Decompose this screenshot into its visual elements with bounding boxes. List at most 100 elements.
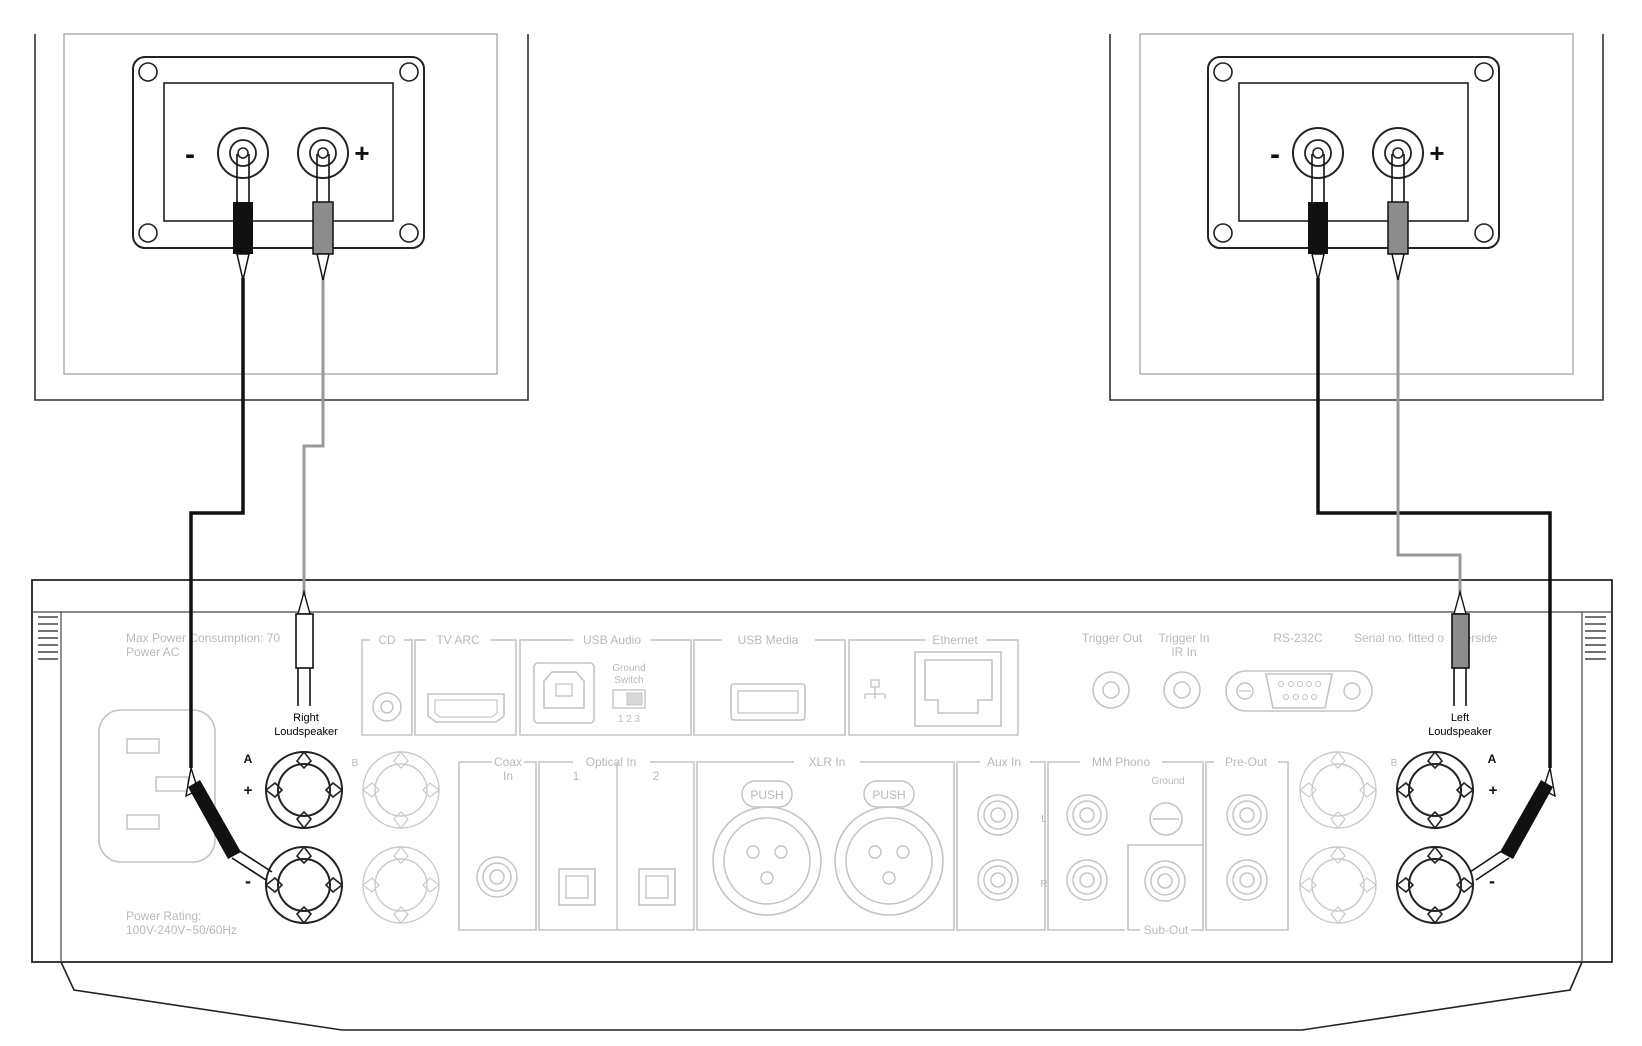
aux-in-label: Aux In [987,755,1021,769]
trigger-in-jack [1163,671,1201,709]
left-speaker-plus-sign: + [1429,138,1444,168]
xlr-section: XLR In PUSH PUSH [696,755,955,931]
mm-phono-label: MM Phono [1092,755,1150,769]
optical-2-port [638,868,676,906]
usb-audio-section: USB Audio Ground Switch 1 2 3 [519,633,692,736]
right-vent [1585,616,1606,660]
right-speaker-a-plus-post [265,751,343,829]
ground-label: Ground [1151,776,1184,787]
left-speaker-negative-wire [1308,154,1556,881]
rs232c-label: RS-232C [1273,631,1323,645]
left-speaker-positive-wire [1387,154,1470,706]
mm-phono-section: MM Phono Ground [1047,755,1204,931]
power-ac-label: Power AC [126,645,180,659]
optical-2-label: 2 [653,769,660,783]
ethernet-label: Ethernet [932,633,978,647]
power-rating-label: Power Rating: [126,909,201,923]
left-terminal-a-label: A [1488,752,1497,766]
sub-out-section: Sub-Out [1127,844,1204,937]
left-loudspeaker-label-1: Left [1451,712,1469,724]
sub-out-label: Sub-Out [1144,923,1189,937]
left-terminal-minus-label: - [1489,871,1495,891]
pre-out-l-jack [1226,794,1268,836]
pre-out-r-jack [1226,859,1268,901]
right-speaker-b-plus-post [362,751,440,829]
amplifier: Max Power Consumption: 70 Power AC Power… [31,579,1613,1031]
aux-in-r-jack [977,859,1019,901]
channel-r-label: R [1040,879,1047,890]
aux-in-l-jack [977,794,1019,836]
usb-media-label: USB Media [738,633,799,647]
left-terminal-b-label: B [1391,758,1398,769]
optical-in-label: Optical In [586,755,637,769]
trigger-in-label: Trigger In [1159,631,1210,645]
ground-switch-label-1: Ground [612,663,645,674]
coax-in-label: In [503,769,513,783]
left-speaker-b-minus-post [1299,846,1377,924]
left-speaker-minus-terminal [1292,127,1344,179]
trigger-out-jack [1092,671,1130,709]
right-terminal-a-label: A [244,752,253,766]
coax-label: Coax [494,755,522,769]
left-loudspeaker-label-2: Loudspeaker [1428,726,1492,738]
left-terminal-plus-label: + [1489,782,1498,799]
xlr-right-jack: PUSH [834,780,944,916]
ground-switch-label-2: Switch [614,675,643,686]
cd-section: CD [361,633,413,736]
power-consumption-label: Max Power Consumption: 70 [126,631,280,645]
left-speaker-b-plus-post [1299,751,1377,829]
power-inlet [98,709,216,863]
ground-switch-positions: 1 2 3 [618,714,641,725]
serial-number-label: Serial no. fitted o [1354,631,1444,645]
right-speaker-terminal-plate: - + [132,56,425,249]
usb-audio-label: USB Audio [583,633,641,647]
trigger-out-label: Trigger Out [1082,631,1143,645]
right-speaker-a-minus-post [265,846,343,924]
ethernet-section: Ethernet [848,633,1019,736]
left-speaker-minus-sign: - [1270,138,1280,171]
right-terminal-b-label: B [352,758,359,769]
xlr-left-jack: PUSH [712,780,822,916]
optical-section: Optical In 1 2 [538,755,695,931]
xlr-right-push-label: PUSH [872,788,905,802]
right-loudspeaker-label-1: Right [293,712,319,724]
right-loudspeaker-label-2: Loudspeaker [274,726,338,738]
right-terminal-plus-label: + [244,782,253,799]
ground-terminal [1149,802,1183,836]
optical-1-label: 1 [573,769,580,783]
right-speaker-b-minus-post [362,846,440,924]
coax-in-jack [476,856,518,898]
right-speaker-minus-terminal [217,127,269,179]
tv-arc-label: TV ARC [436,633,480,647]
right-speaker-positive-wire [295,154,334,706]
xlr-left-push-label: PUSH [750,788,783,802]
rs232c-port [1225,670,1373,712]
pre-out-section: Pre-Out [1205,755,1289,931]
usb-media-section: USB Media [693,633,846,736]
right-speaker-minus-sign: - [185,138,195,171]
sub-out-jack [1144,860,1186,902]
pre-out-label: Pre-Out [1225,755,1268,769]
optical-1-port [558,868,596,906]
phono-l-jack [1066,794,1108,836]
right-speaker-cabinet [34,33,529,401]
left-speaker-terminal-plate: - + [1207,56,1500,249]
network-icon [864,679,886,699]
tv-arc-section: TV ARC [414,633,517,736]
left-vent [38,616,58,660]
right-speaker-negative-wire [185,154,273,881]
phono-r-jack [1066,859,1108,901]
left-speaker-plus-terminal [1372,127,1424,179]
coax-section: Coax In [458,755,537,931]
right-terminal-minus-label: - [245,871,251,891]
xlr-in-label: XLR In [809,755,846,769]
left-speaker-cabinet [1109,33,1604,401]
cd-label: CD [378,633,396,647]
power-rating-value: 100V-240V~50/60Hz [126,923,237,937]
left-speaker-a-minus-post [1396,846,1474,924]
ir-in-label: IR In [1171,645,1196,659]
left-speaker-a-plus-post [1396,751,1474,829]
right-speaker-plus-terminal [297,127,349,179]
right-speaker-plus-sign: + [354,138,369,168]
